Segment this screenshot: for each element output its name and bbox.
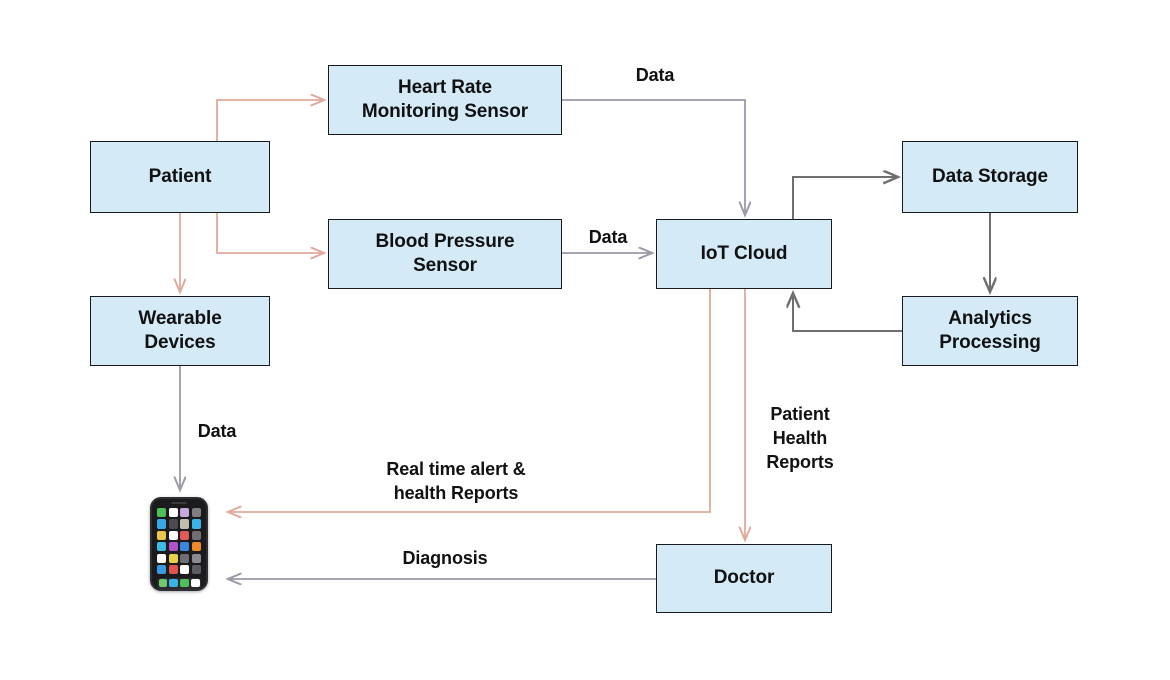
phone-app-icon-2 xyxy=(168,508,178,518)
phone-app-icon-16 xyxy=(191,542,201,552)
phone-app-icon-11 xyxy=(180,530,190,540)
edge-label-data-middle: Data xyxy=(588,227,628,247)
edge-label-patient-health-reports: Patient Health Reports xyxy=(766,404,834,472)
edge-label-diagnosis: Diagnosis xyxy=(402,548,488,568)
phone-app-icon-23 xyxy=(180,564,190,575)
edge-label-data-wearable: Data xyxy=(197,421,237,441)
phone-app-icon-1 xyxy=(157,508,167,518)
phone-dock-icon-3 xyxy=(180,579,189,588)
phone-app-icon-10 xyxy=(168,530,178,540)
node-iot-cloud[interactable]: IoT Cloud xyxy=(656,219,832,289)
phone-app-icon-18 xyxy=(168,553,178,563)
node-wearable-label: Wearable Devices xyxy=(138,307,222,353)
phone-app-icon-3 xyxy=(180,508,190,518)
phone-app-icon-19 xyxy=(180,553,190,563)
phone-app-icon-12 xyxy=(191,530,201,540)
node-iot-cloud-label: IoT Cloud xyxy=(700,242,788,264)
edge-heart-rate-to-iot-cloud xyxy=(562,99,745,215)
phone-app-icon-9 xyxy=(157,530,167,540)
phone-app-icon-24 xyxy=(191,564,201,575)
edge-label-data-top: Data xyxy=(635,65,675,85)
edge-patient-to-blood-pressure xyxy=(216,212,324,253)
smartphone-icon[interactable] xyxy=(150,497,208,591)
phone-app-icon-17 xyxy=(157,553,167,563)
node-blood-pressure-label: Blood Pressure Sensor xyxy=(375,230,515,276)
phone-dock xyxy=(157,577,201,589)
phone-app-icon-21 xyxy=(157,564,167,575)
node-blood-pressure-sensor[interactable]: Blood Pressure Sensor xyxy=(328,219,562,289)
node-doctor-label: Doctor xyxy=(713,567,775,589)
edge-patient-to-heart-rate xyxy=(216,100,324,141)
phone-app-icon-14 xyxy=(168,542,178,552)
node-data-storage-label: Data Storage xyxy=(931,165,1048,187)
edge-iot-cloud-to-data-storage xyxy=(792,177,898,219)
phone-app-grid xyxy=(157,508,201,575)
node-data-storage[interactable]: Data Storage xyxy=(902,141,1078,213)
phone-app-icon-20 xyxy=(191,553,201,563)
node-patient-label: Patient xyxy=(148,165,212,187)
node-doctor[interactable]: Doctor xyxy=(656,544,832,613)
phone-app-icon-8 xyxy=(191,519,201,529)
phone-dock-icon-1 xyxy=(158,579,168,588)
phone-app-icon-4 xyxy=(191,508,201,518)
phone-app-icon-22 xyxy=(168,564,178,575)
node-heart-rate-monitoring-sensor[interactable]: Heart Rate Monitoring Sensor xyxy=(328,65,562,135)
phone-notch xyxy=(171,502,187,504)
phone-app-icon-5 xyxy=(157,519,167,529)
node-wearable-devices[interactable]: Wearable Devices xyxy=(90,296,270,366)
phone-app-icon-6 xyxy=(168,519,178,529)
node-analytics-label: Analytics Processing xyxy=(939,307,1041,353)
phone-dock-icon-4 xyxy=(190,579,200,588)
node-analytics-processing[interactable]: Analytics Processing xyxy=(902,296,1078,366)
phone-app-icon-13 xyxy=(157,542,167,552)
edge-label-real-time-alert-health-reports: Real time alert & health Reports xyxy=(386,459,526,503)
phone-app-icon-7 xyxy=(180,519,190,529)
node-heart-rate-label: Heart Rate Monitoring Sensor xyxy=(361,76,529,122)
phone-app-icon-15 xyxy=(180,542,190,552)
edge-analytics-to-iot-cloud xyxy=(793,293,902,332)
node-patient[interactable]: Patient xyxy=(90,141,270,213)
phone-dock-icon-2 xyxy=(169,579,178,588)
